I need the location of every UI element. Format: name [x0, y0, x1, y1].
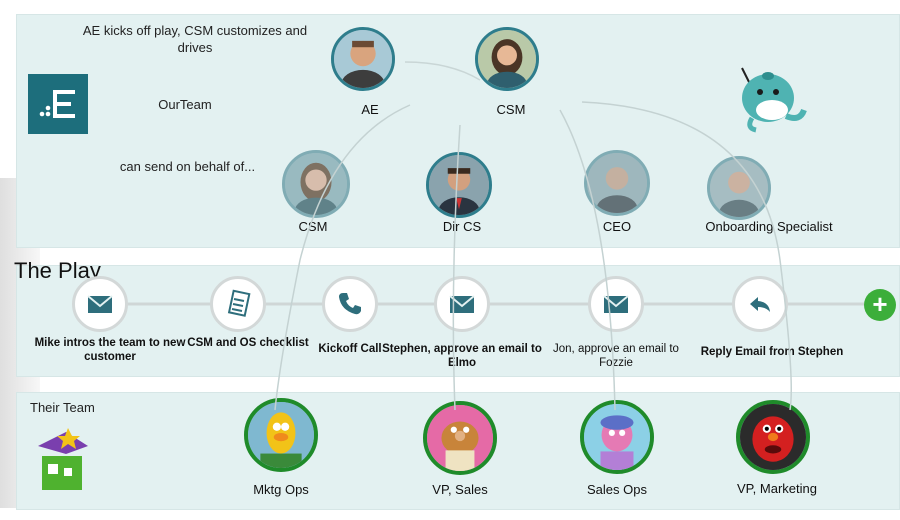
person-label: Dir CS	[442, 219, 482, 234]
avatar-csm-top[interactable]	[475, 27, 539, 91]
step-label: Stephen, approve an email to Elmo	[382, 343, 542, 369]
step-phone-button[interactable]	[322, 276, 378, 332]
their-team-logo-icon	[38, 428, 88, 490]
envelope-icon	[603, 295, 629, 313]
step-reply-button[interactable]	[732, 276, 788, 332]
step-checklist-button[interactable]	[210, 276, 266, 332]
step-envelope-button[interactable]	[434, 276, 490, 332]
avatar-vp-sales[interactable]	[423, 401, 497, 475]
avatar-dir-cs[interactable]	[426, 152, 492, 218]
add-step-button[interactable]: +	[864, 289, 896, 321]
avatar-mktg-ops[interactable]	[244, 398, 318, 472]
phone-icon	[339, 293, 361, 315]
envelope-icon	[449, 295, 475, 313]
avatar-onboarding-specialist[interactable]	[707, 156, 771, 220]
send-on-behalf-label: can send on behalf of...	[119, 159, 256, 174]
step-label: Jon, approve an email to Fozzie	[553, 343, 679, 369]
person-label: CSM	[298, 219, 328, 234]
checklist-icon	[227, 289, 251, 317]
our-team-intro: AE kicks off play, CSM customizes and dr…	[82, 23, 308, 55]
logo-mark-icon	[39, 90, 75, 118]
person-label: CEO	[602, 219, 632, 234]
step-envelope-button[interactable]	[72, 276, 128, 332]
their-person-label: Mktg Ops	[253, 482, 309, 497]
envelope-icon	[87, 295, 113, 313]
their-team-title: Their Team	[30, 400, 95, 415]
step-envelope-button[interactable]	[588, 276, 644, 332]
their-person-label: Sales Ops	[587, 482, 647, 497]
our-team-name: OurTeam	[158, 97, 212, 112]
avatar-vp-marketing[interactable]	[736, 400, 810, 474]
ourteam-logo	[28, 74, 88, 134]
top-person-label: CSM	[496, 102, 526, 117]
step-label: Mike intros the team to new customer	[34, 337, 186, 363]
whale-mascot-icon	[741, 67, 807, 133]
their-person-label: VP, Sales	[432, 482, 488, 497]
avatar-ae[interactable]	[331, 27, 395, 91]
person-label: Onboarding Specialist	[705, 219, 833, 234]
their-person-label: VP, Marketing	[737, 481, 817, 496]
avatar-ceo[interactable]	[584, 150, 650, 216]
avatar-sales-ops[interactable]	[580, 400, 654, 474]
top-person-label: AE	[361, 102, 379, 117]
reply-icon	[750, 297, 770, 312]
step-label: Reply Email from Stephen	[700, 346, 844, 358]
avatar-csm[interactable]	[282, 150, 350, 218]
